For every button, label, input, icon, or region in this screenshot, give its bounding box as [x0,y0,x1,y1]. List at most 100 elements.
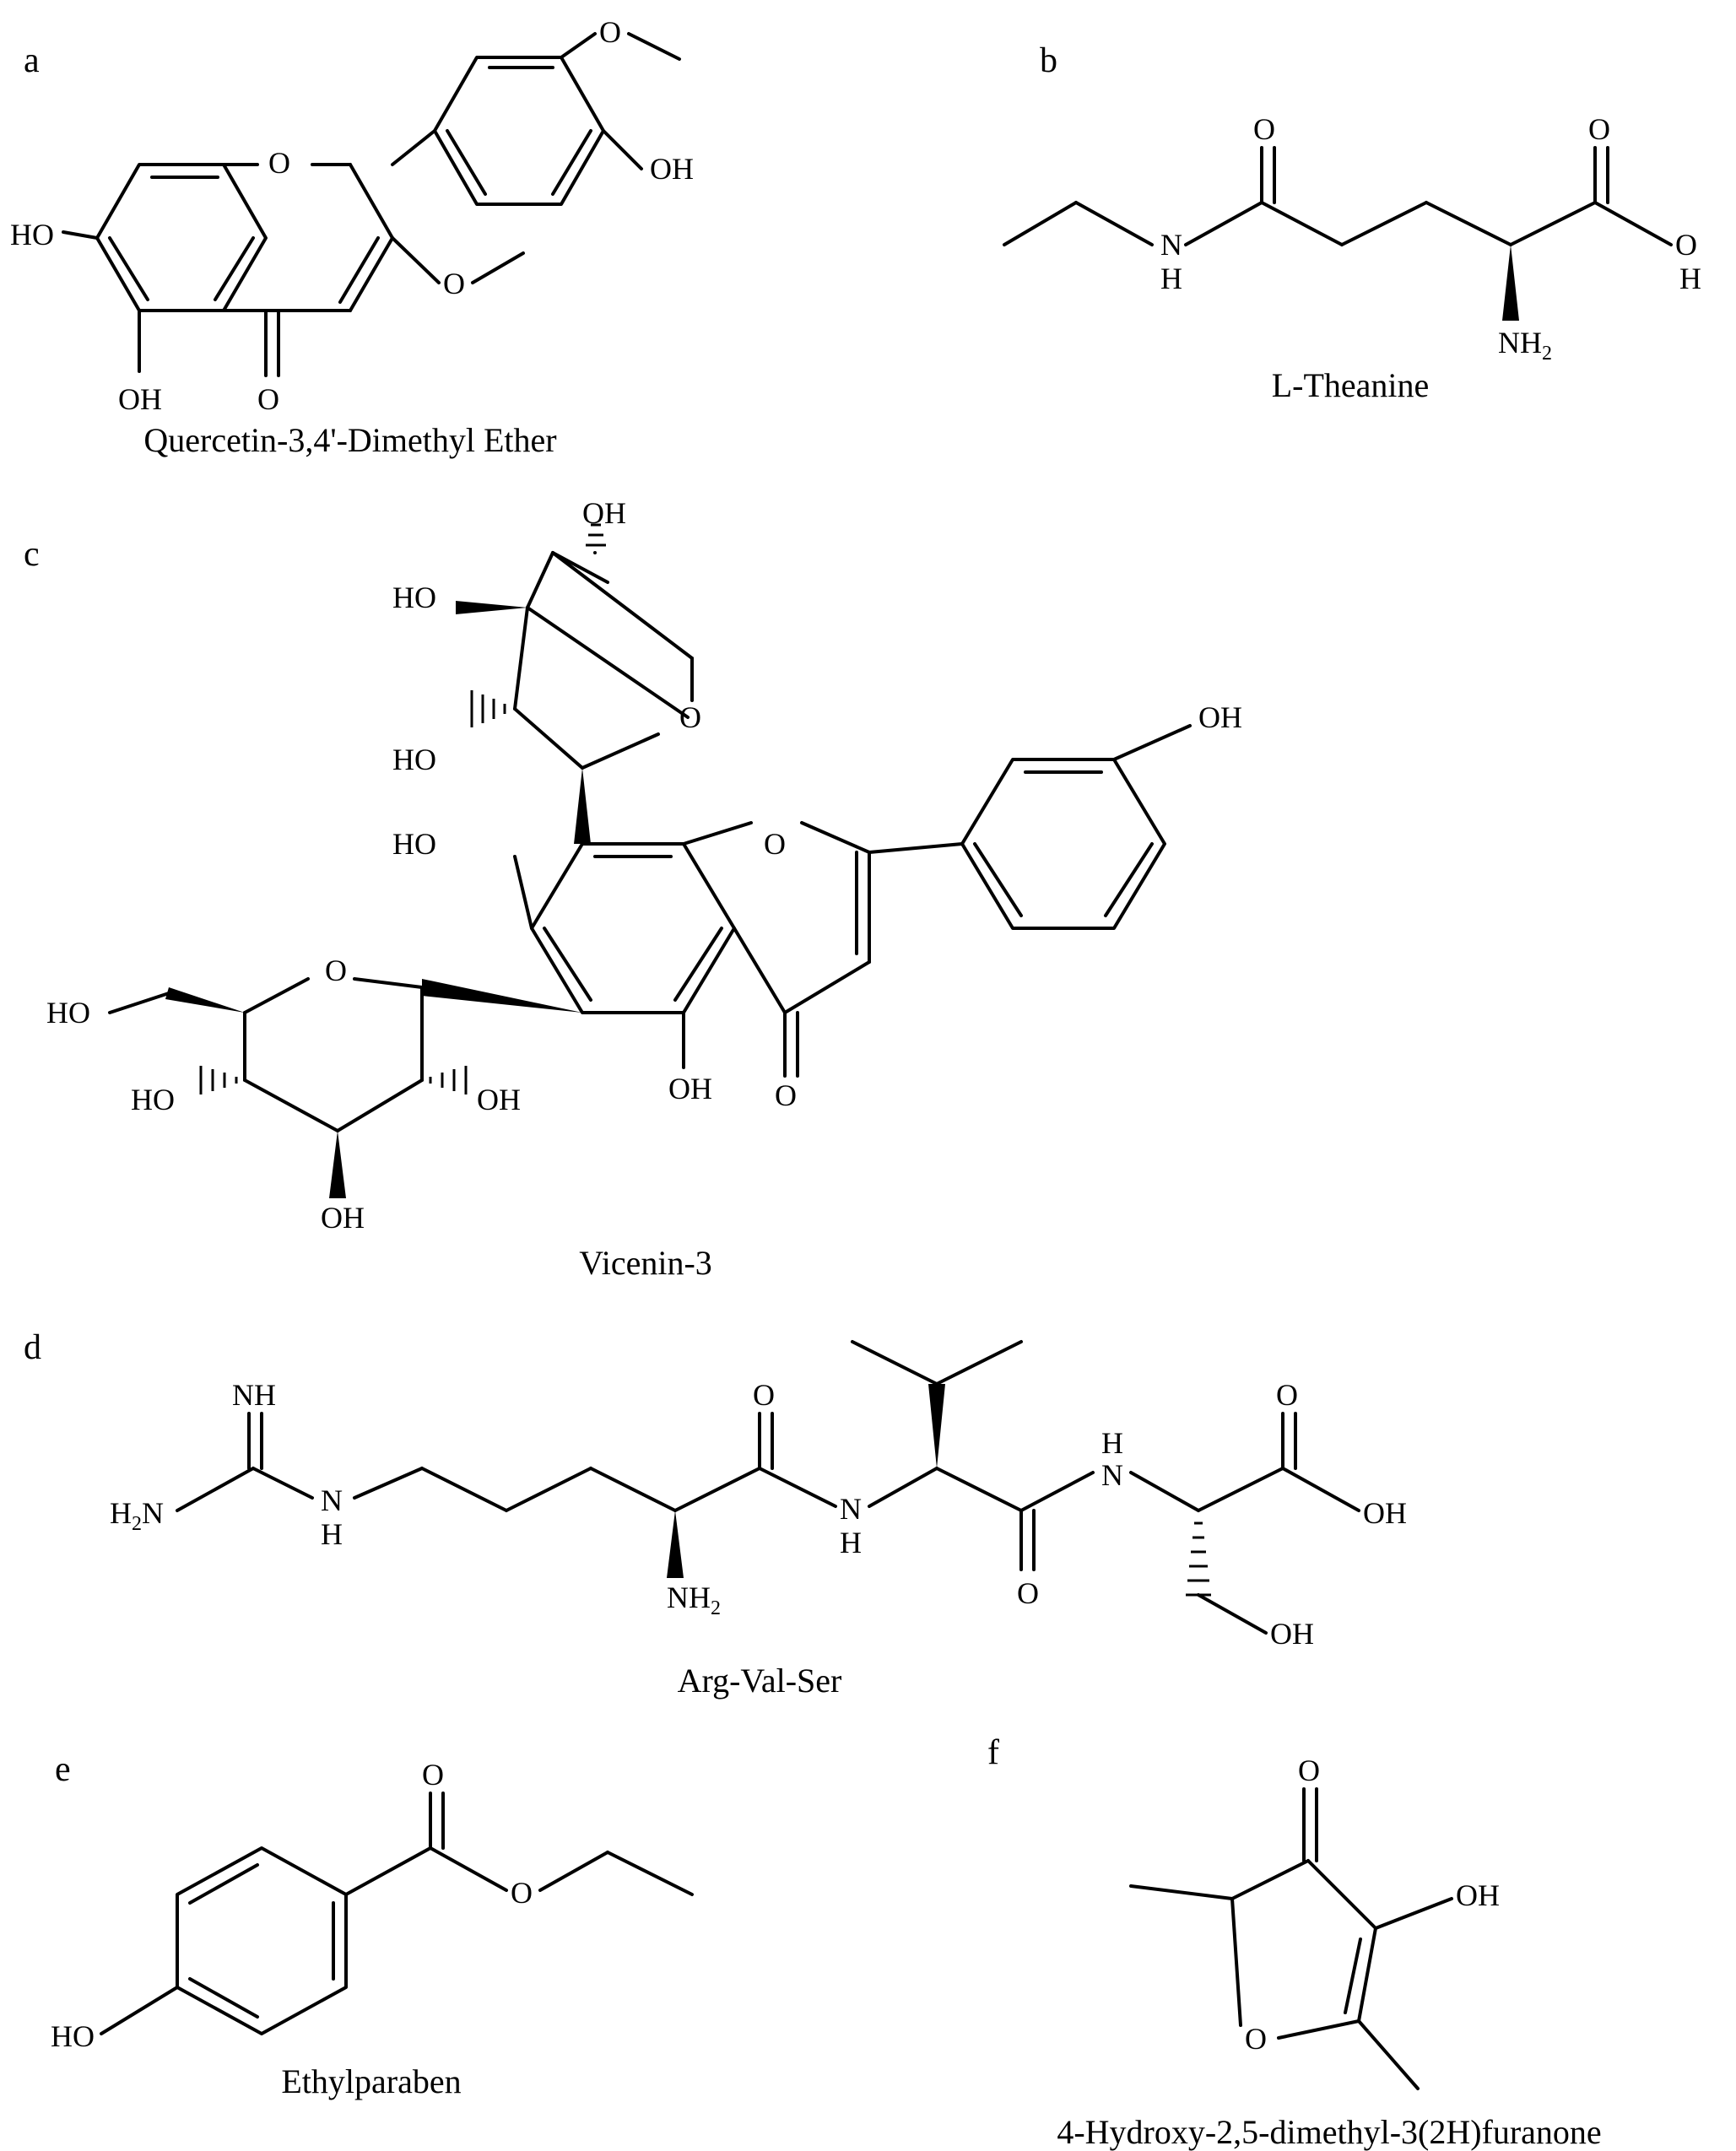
bond [422,979,582,1013]
atom-label: O [753,1378,775,1412]
atom-label: H [1679,262,1701,295]
bond [344,1846,432,1896]
atom-label: OH [582,496,626,530]
atom-label: HO [51,2019,95,2053]
bond [868,1467,938,1508]
bond [1129,1884,1234,1900]
bond [108,992,170,1014]
compound-name-b: L-Theanine [1272,366,1430,404]
bond [551,551,694,660]
bond [1281,1467,1360,1512]
atom-label: O [268,146,290,180]
bond [868,842,964,854]
bond [733,927,787,1014]
bond [391,129,436,166]
bond [188,1863,259,1905]
bond [673,1467,761,1512]
bond [800,821,871,854]
panel-label-d: d [24,1328,41,1367]
bond [429,1066,468,1094]
bond [928,1384,945,1468]
bond [758,1467,837,1508]
structure-vicenin-3: c [24,496,1242,1282]
bond [420,1467,508,1512]
atom-label: OH [477,1083,521,1116]
bond [1197,1467,1284,1512]
compound-name-f: 4-Hydroxy-2,5-dimethyl-3(2H)furanone [1057,2113,1601,2151]
nh2-label-d: NH2 [667,1581,721,1619]
nh2-label: NH2 [1498,326,1552,365]
atom-label: O [679,700,701,734]
bond [973,842,1023,917]
bond [1357,1927,1377,2023]
panel-label-b: b [1040,41,1057,80]
bond [391,236,441,284]
bond [935,1467,1023,1512]
bond [470,690,506,727]
atom-label: O [443,267,465,300]
bond [1230,1859,1310,1900]
compound-name-e: Ethylparaben [281,2062,461,2100]
bond [433,56,605,206]
bond [251,1467,314,1500]
atom-label: O [422,1758,444,1792]
bond [108,236,149,301]
bond [1509,201,1597,246]
bond [1502,245,1519,321]
bond [349,163,394,240]
atom-label: N [1101,1458,1123,1492]
bond [505,1467,592,1512]
bond [199,1066,238,1094]
bond [673,927,723,1002]
bond [513,606,529,711]
bond [446,129,487,196]
atom-label: OH [1198,700,1242,734]
atom-label: HO [10,218,54,251]
bond [1074,201,1154,246]
panel-label-c: c [24,535,40,574]
bond [1003,201,1078,246]
atom-label: HO [392,743,436,776]
panel-label-f: f [987,1733,999,1772]
bond [935,1340,1023,1386]
atom-label: HO [392,827,436,861]
bond [574,768,591,844]
bond [851,1340,938,1386]
bond [243,977,310,1014]
bond [1357,2019,1420,2090]
bond [95,163,268,312]
structure-arg-val-ser: d NH [24,1328,1407,1700]
atom-label: O [599,15,621,49]
compound-name-a: Quercetin-3,4'-Dimethyl Ether [143,421,556,459]
atom-label: O [257,382,279,416]
bond [176,1467,255,1512]
atom-label: O [775,1078,797,1112]
panel-label-e: e [55,1750,71,1789]
compound-name-d: Arg-Val-Ser [678,1662,842,1700]
atom-label: O [1276,1378,1298,1412]
bond [471,251,525,284]
bond [456,601,527,614]
bond [329,1131,346,1198]
bond [1112,724,1192,761]
bond [586,523,606,547]
bond [176,1846,348,2035]
bond [551,551,609,584]
structure-l-theanine: b N H O O O H NH2 L-Theanine [1003,41,1701,404]
atom-label: O [1675,228,1697,262]
bond [1593,201,1673,246]
bond [214,236,255,301]
bond [682,821,753,846]
atom-label: N [321,1484,343,1517]
atom-label: HO [131,1083,175,1116]
bond [606,1851,694,1896]
structure-ethylparaben: e O O HO Ethylparaben [51,1750,694,2100]
atom-label: OH [118,382,162,416]
bond [1425,201,1512,246]
atom-label: O [1017,1576,1039,1610]
bond [336,1078,424,1132]
atom-label: NH [232,1378,276,1412]
bond [667,1511,684,1578]
bond [783,960,871,1014]
